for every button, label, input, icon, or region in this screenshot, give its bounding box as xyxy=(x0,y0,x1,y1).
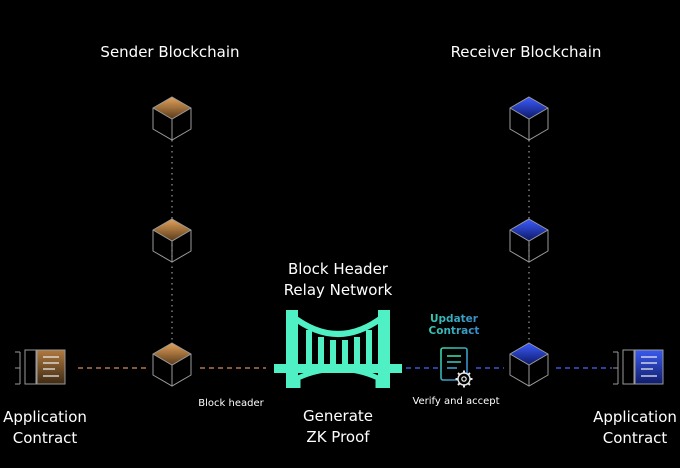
receiver-block-1-icon xyxy=(509,96,549,141)
sender-chain-title: Sender Blockchain xyxy=(100,43,240,61)
app-contract-left-icon xyxy=(15,349,66,385)
app-right-line2: Contract xyxy=(602,429,668,447)
app-left-line2: Contract xyxy=(12,429,78,447)
app-contract-right-icon xyxy=(613,349,664,385)
generate-proof-label: Generate ZK Proof xyxy=(278,406,398,448)
gear-icon xyxy=(455,370,473,388)
sender-block-1-icon xyxy=(152,96,192,141)
updater-contract-label: Updater Contract xyxy=(414,313,494,337)
receiver-block-3-icon xyxy=(509,342,549,387)
updater-contract-icon xyxy=(440,347,468,381)
app-left-line1: Application xyxy=(3,408,87,426)
bridge-title-line1: Block Header xyxy=(288,260,388,278)
generate-proof-line2: ZK Proof xyxy=(306,428,370,446)
receiver-block-2-icon xyxy=(509,218,549,263)
app-contract-left-label: Application Contract xyxy=(0,407,90,449)
bridge-title: Block Header Relay Network xyxy=(258,259,418,301)
receiver-chain-title: Receiver Blockchain xyxy=(450,43,602,61)
sender-block-2-icon xyxy=(152,218,192,263)
updater-label-line2: Contract xyxy=(428,325,480,337)
app-contract-right-label: Application Contract xyxy=(590,407,680,449)
sender-block-3-icon xyxy=(152,342,192,387)
bridge-icon xyxy=(274,310,402,388)
verify-edge-label: Verify and accept xyxy=(412,396,500,407)
block-header-edge-label: Block header xyxy=(198,398,264,409)
generate-proof-line1: Generate xyxy=(302,407,374,425)
updater-label-line1: Updater xyxy=(430,313,478,325)
bridge-title-line2: Relay Network xyxy=(283,281,393,299)
app-right-line1: Application xyxy=(593,408,677,426)
